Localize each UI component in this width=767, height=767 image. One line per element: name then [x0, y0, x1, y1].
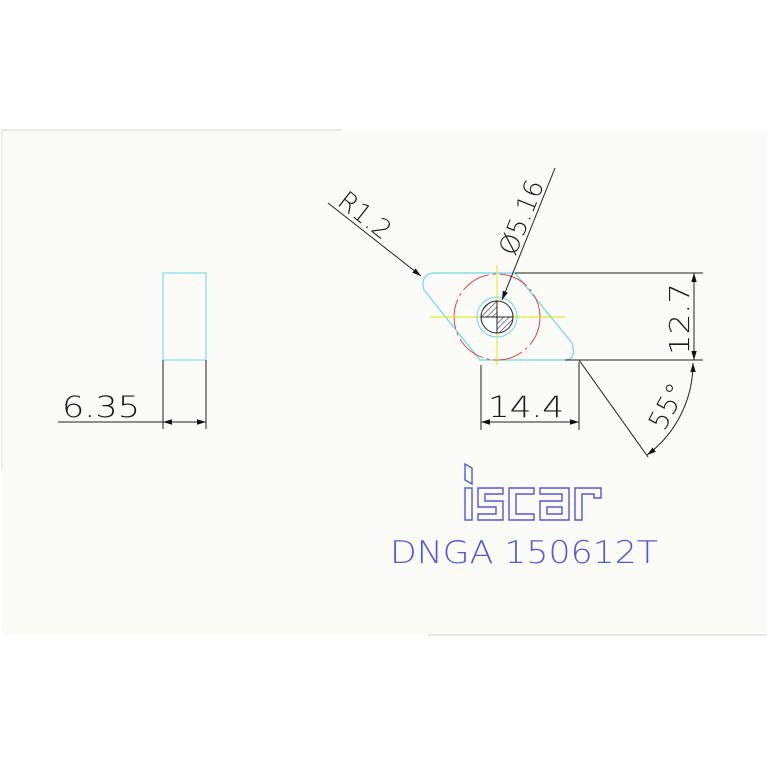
length-label: 14.4 — [488, 390, 564, 424]
hole-hatch-1 — [481, 301, 497, 317]
center-hole-outer — [476, 296, 518, 338]
height-label: 12.7 — [663, 283, 696, 355]
hole-leader — [501, 167, 556, 301]
radius-leader — [327, 202, 422, 277]
side-view: 6.35 — [58, 272, 207, 429]
hole-hatch-2 — [497, 317, 513, 333]
side-view-outline — [162, 272, 207, 361]
angle-arc — [646, 362, 696, 456]
angle-extension-line — [578, 359, 649, 458]
drawing-sheet — [2, 130, 767, 635]
product-code: DNGA 150612T — [390, 535, 658, 571]
thickness-label: 6.35 — [62, 390, 140, 424]
iscar-logo-icon — [464, 462, 602, 521]
